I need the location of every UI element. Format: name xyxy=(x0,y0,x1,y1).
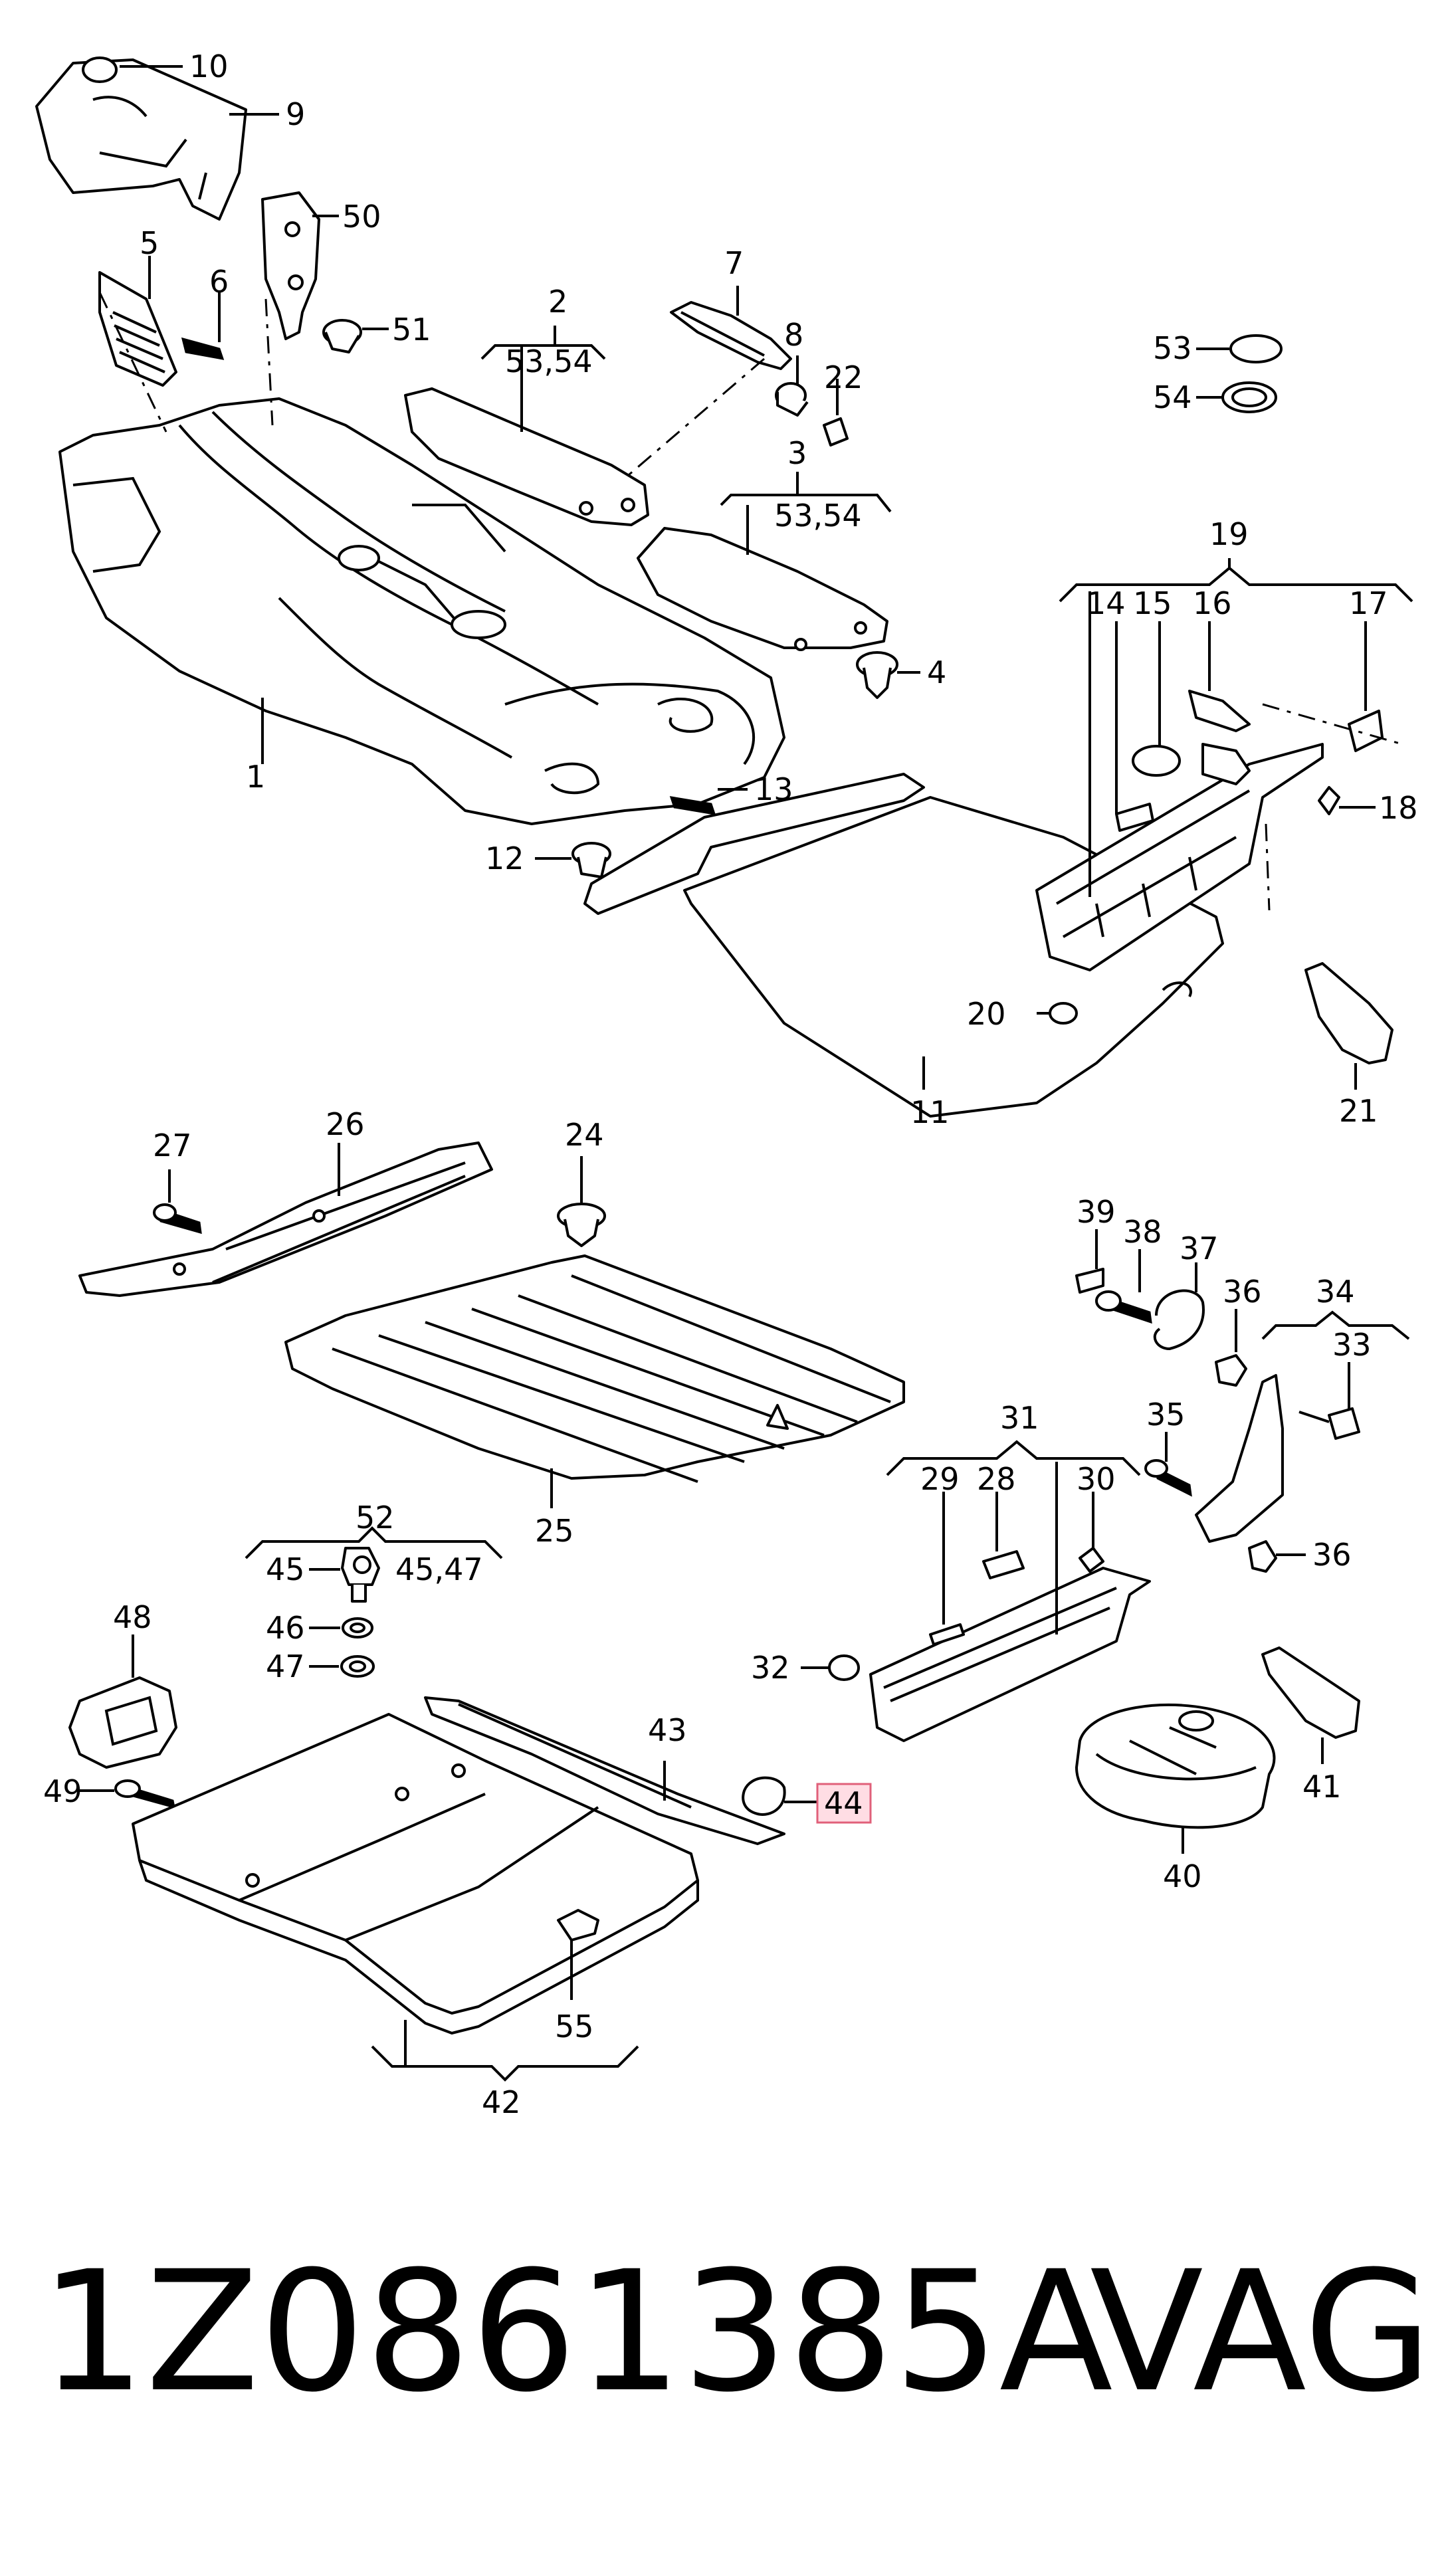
label-47: 47 xyxy=(266,1648,305,1684)
part-31-trim xyxy=(801,1440,1151,1742)
label-34: 34 xyxy=(1316,1274,1355,1310)
label-52: 52 xyxy=(356,1500,395,1536)
label-35: 35 xyxy=(1146,1397,1186,1433)
label-11: 11 xyxy=(910,1094,950,1130)
label-38: 38 xyxy=(1123,1214,1162,1250)
part-34-bracket xyxy=(1144,1310,1410,1573)
label-39: 39 xyxy=(1077,1194,1116,1230)
part-42-floor-panel xyxy=(132,1696,817,2082)
label-33: 33 xyxy=(1332,1327,1372,1363)
label-53-54-b: 53,54 xyxy=(774,498,862,534)
label-22: 22 xyxy=(824,359,863,395)
label-45: 45 xyxy=(266,1551,305,1587)
label-28: 28 xyxy=(977,1461,1016,1497)
label-30: 30 xyxy=(1077,1461,1116,1497)
label-1: 1 xyxy=(246,759,265,795)
label-2: 2 xyxy=(548,284,568,320)
label-40: 40 xyxy=(1163,1858,1202,1894)
part-26-rail xyxy=(78,1141,493,1297)
label-55: 55 xyxy=(555,2009,594,2044)
part-48-49-handle xyxy=(68,1635,177,1809)
label-27: 27 xyxy=(153,1128,192,1163)
label-42: 42 xyxy=(482,2084,521,2120)
part-40-tray xyxy=(1075,1703,1276,1854)
label-21: 21 xyxy=(1339,1093,1378,1129)
part-21-pad xyxy=(1304,962,1394,1090)
label-48: 48 xyxy=(113,1599,152,1635)
label-26: 26 xyxy=(326,1106,365,1142)
label-5: 5 xyxy=(140,225,159,261)
label-20: 20 xyxy=(967,996,1006,1032)
label-51: 51 xyxy=(392,312,431,347)
label-32: 32 xyxy=(751,1650,790,1686)
label-54: 54 xyxy=(1153,379,1192,415)
label-10: 10 xyxy=(189,49,229,84)
label-41: 41 xyxy=(1302,1769,1342,1805)
label-9: 9 xyxy=(286,96,305,132)
part-25-floor-board xyxy=(284,1156,905,1508)
label-49: 49 xyxy=(43,1773,82,1809)
part-3-mat xyxy=(637,472,892,651)
label-44: 44 xyxy=(824,1785,863,1821)
part-number: 1Z0861385A xyxy=(40,2235,1113,2428)
label-3: 3 xyxy=(787,435,807,471)
label-7: 7 xyxy=(724,245,744,281)
part-9-10-bracket xyxy=(35,56,279,221)
label-4: 4 xyxy=(927,654,946,690)
label-18: 18 xyxy=(1379,790,1418,826)
part-50-bracket xyxy=(261,191,389,353)
part-2-mat xyxy=(404,326,649,526)
label-13: 13 xyxy=(754,771,793,807)
label-45-47: 45,47 xyxy=(395,1551,483,1587)
label-12: 12 xyxy=(485,841,524,876)
label-43: 43 xyxy=(648,1712,687,1748)
highlight-44 xyxy=(816,1783,872,1824)
label-14: 14 xyxy=(1086,585,1126,621)
part-5-pad xyxy=(98,256,225,387)
label-17: 17 xyxy=(1349,585,1388,621)
part-7-holder xyxy=(624,286,849,480)
label-15: 15 xyxy=(1133,585,1172,621)
label-53-54-a: 53,54 xyxy=(505,344,593,379)
label-29: 29 xyxy=(920,1461,960,1497)
part-52-eyelet-set xyxy=(245,1526,503,1678)
part-53-54-grommets xyxy=(1196,334,1283,413)
label-8: 8 xyxy=(784,317,803,353)
label-53: 53 xyxy=(1153,330,1192,366)
label-36-b: 36 xyxy=(1312,1537,1352,1573)
label-16: 16 xyxy=(1193,585,1232,621)
part-41-pad xyxy=(1261,1646,1360,1764)
part-19-trim-assembly xyxy=(1035,558,1413,1025)
label-50: 50 xyxy=(342,199,381,235)
part-1-floor-mat xyxy=(58,292,785,825)
label-36-a: 36 xyxy=(1223,1274,1262,1310)
part-4-clip xyxy=(856,651,920,699)
label-46: 46 xyxy=(266,1610,305,1646)
label-37: 37 xyxy=(1180,1231,1219,1266)
label-25: 25 xyxy=(535,1513,574,1549)
label-24: 24 xyxy=(565,1117,604,1153)
part-37-39-fasteners xyxy=(1075,1229,1247,1387)
label-6: 6 xyxy=(209,264,229,300)
label-31: 31 xyxy=(1000,1400,1039,1436)
brand-name: VAG xyxy=(1090,2235,1433,2428)
label-19: 19 xyxy=(1209,516,1249,552)
